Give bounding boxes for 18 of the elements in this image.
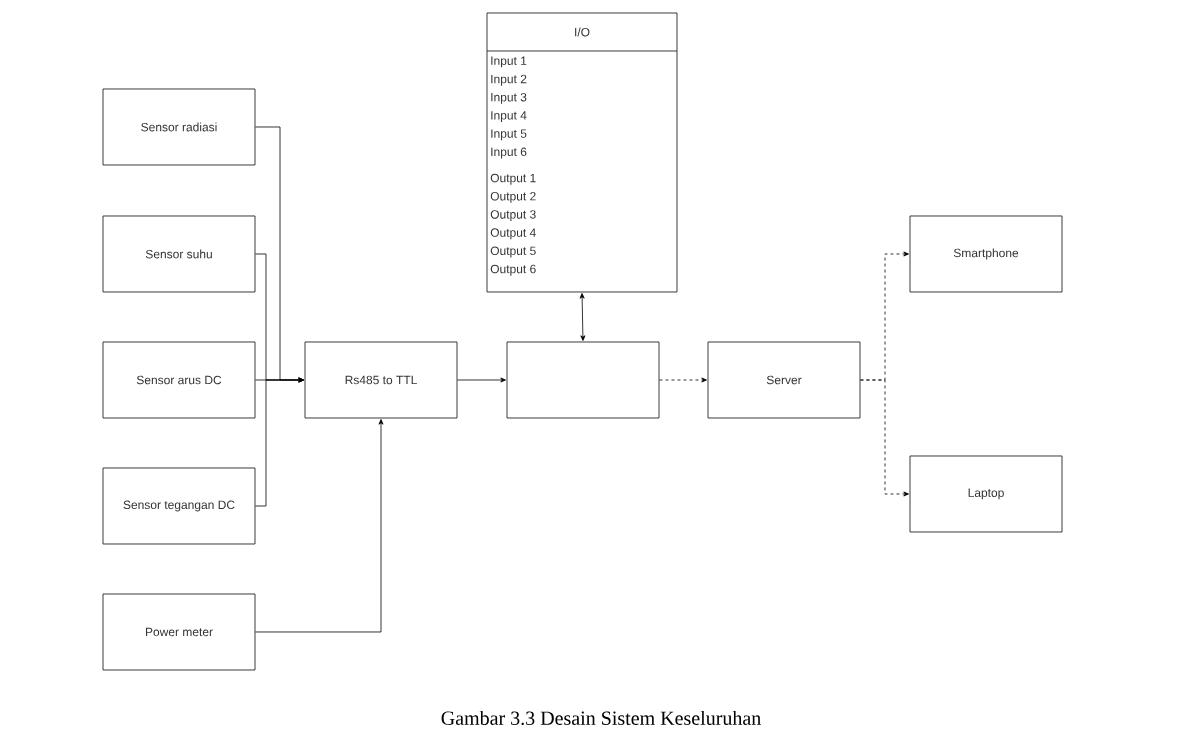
process-box: Sensor suhu — [102, 215, 256, 293]
arrow — [255, 419, 384, 633]
arrow — [579, 293, 586, 341]
process-box: Rs485 to TTL — [304, 341, 458, 419]
io-box: I/O Input 1 Input 2 Input 3 Input 4 Input 5 Input 6 Output 1 Output 2 Output 3 Output 4 Output 5 Output 6 — [486, 12, 678, 293]
process-box: Server — [707, 341, 861, 419]
process-box — [506, 341, 660, 419]
arrow — [659, 377, 707, 383]
process-box: Laptop — [909, 455, 1063, 533]
process-box: Power meter — [102, 593, 256, 671]
process-box: Sensor radiasi — [102, 88, 256, 166]
process-box: Sensor arus DC — [102, 341, 256, 419]
caption: Gambar 3.3 Desain Sistem Keseluruhan — [441, 710, 761, 726]
arrow — [255, 377, 304, 507]
process-box: Sensor tegangan DC — [102, 467, 256, 545]
process-box: Smartphone — [909, 215, 1063, 293]
arrow — [860, 379, 909, 497]
arrow — [457, 377, 506, 383]
